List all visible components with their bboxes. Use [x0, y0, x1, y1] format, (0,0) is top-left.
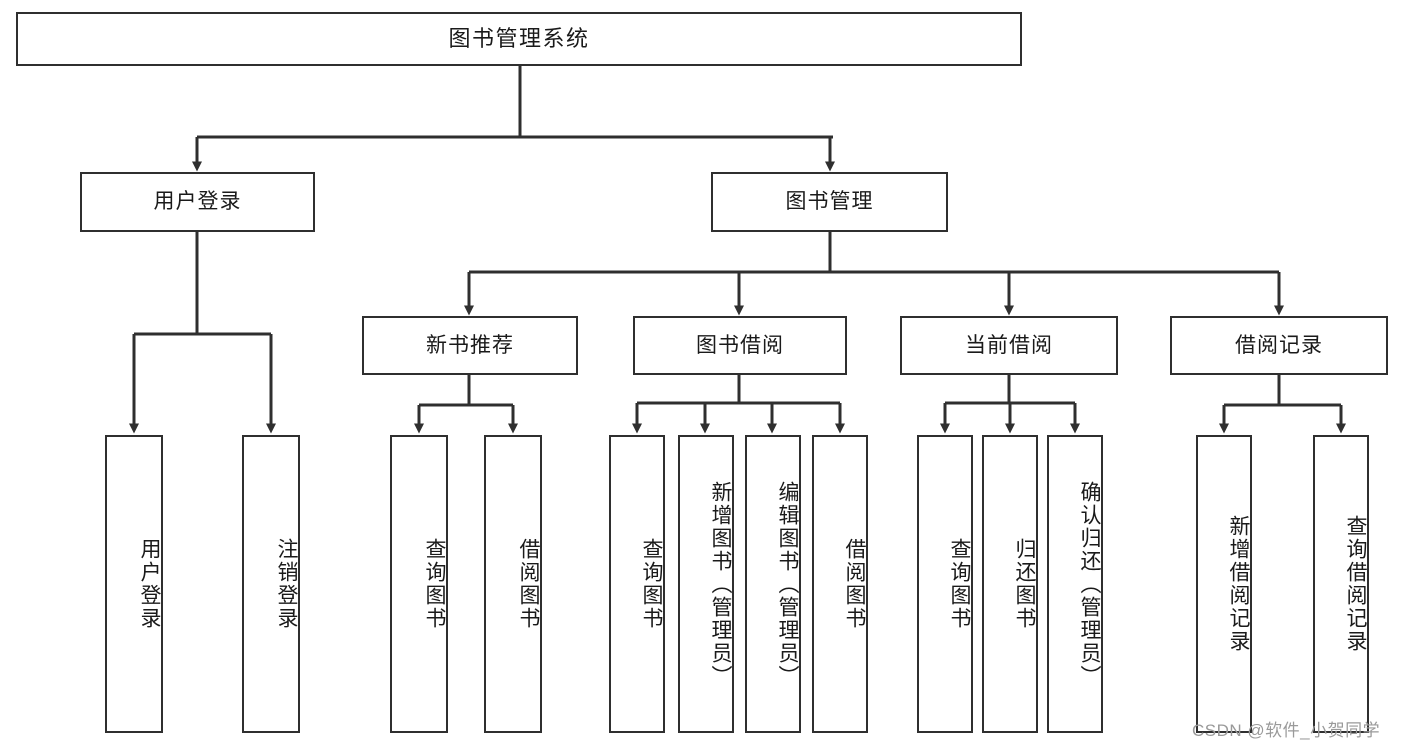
- node-label: 当前借阅: [965, 333, 1053, 357]
- watermark: CSDN @软件_小贺同学: [1192, 721, 1381, 740]
- node-label: 借阅图书: [843, 538, 866, 630]
- node-label: 用户登录: [138, 538, 161, 630]
- leaf-borrow-query-book[interactable]: 查询图书: [609, 435, 665, 733]
- node-label: 查询图书: [640, 538, 663, 630]
- leaf-recommend-query-book[interactable]: 查询图书: [390, 435, 448, 733]
- leaf-user-login-signout[interactable]: 注销登录: [242, 435, 300, 733]
- node-root-system[interactable]: 图书管理系统: [16, 12, 1022, 66]
- node-book-borrow[interactable]: 图书借阅: [633, 316, 847, 375]
- node-user-login[interactable]: 用户登录: [80, 172, 315, 232]
- node-label: 确认归还（管理员）: [1078, 480, 1101, 688]
- node-label: 新增借阅记录: [1227, 515, 1250, 653]
- node-label: 图书管理: [785, 190, 874, 214]
- node-label: 图书借阅: [696, 333, 784, 357]
- leaf-recommend-borrow-book[interactable]: 借阅图书: [484, 435, 542, 733]
- leaf-user-login-signin[interactable]: 用户登录: [105, 435, 163, 733]
- node-borrow-record[interactable]: 借阅记录: [1170, 316, 1388, 375]
- node-label: 借阅图书: [517, 538, 540, 630]
- node-label: 新书推荐: [426, 333, 514, 357]
- leaf-current-return-book[interactable]: 归还图书: [982, 435, 1038, 733]
- leaf-current-query-book[interactable]: 查询图书: [917, 435, 973, 733]
- leaf-record-query-record[interactable]: 查询借阅记录: [1313, 435, 1369, 733]
- node-new-book-recommend[interactable]: 新书推荐: [362, 316, 578, 375]
- leaf-record-add-record[interactable]: 新增借阅记录: [1196, 435, 1252, 733]
- node-label: 新增图书（管理员）: [709, 480, 732, 688]
- node-label: 图书管理系统: [448, 25, 590, 51]
- node-label: 编辑图书（管理员）: [776, 480, 799, 688]
- node-current-borrow[interactable]: 当前借阅: [900, 316, 1118, 375]
- leaf-borrow-add-book-admin[interactable]: 新增图书（管理员）: [678, 435, 734, 733]
- leaf-current-confirm-return-admin[interactable]: 确认归还（管理员）: [1047, 435, 1103, 733]
- node-label: 注销登录: [275, 538, 298, 630]
- node-label: 查询图书: [423, 538, 446, 630]
- node-label: 查询图书: [948, 538, 971, 630]
- leaf-borrow-edit-book-admin[interactable]: 编辑图书（管理员）: [745, 435, 801, 733]
- node-label: 借阅记录: [1235, 333, 1323, 357]
- node-label: 查询借阅记录: [1344, 515, 1367, 653]
- leaf-borrow-borrow-book[interactable]: 借阅图书: [812, 435, 868, 733]
- node-label: 用户登录: [153, 190, 242, 214]
- node-book-management[interactable]: 图书管理: [711, 172, 948, 232]
- node-label: 归还图书: [1013, 538, 1036, 630]
